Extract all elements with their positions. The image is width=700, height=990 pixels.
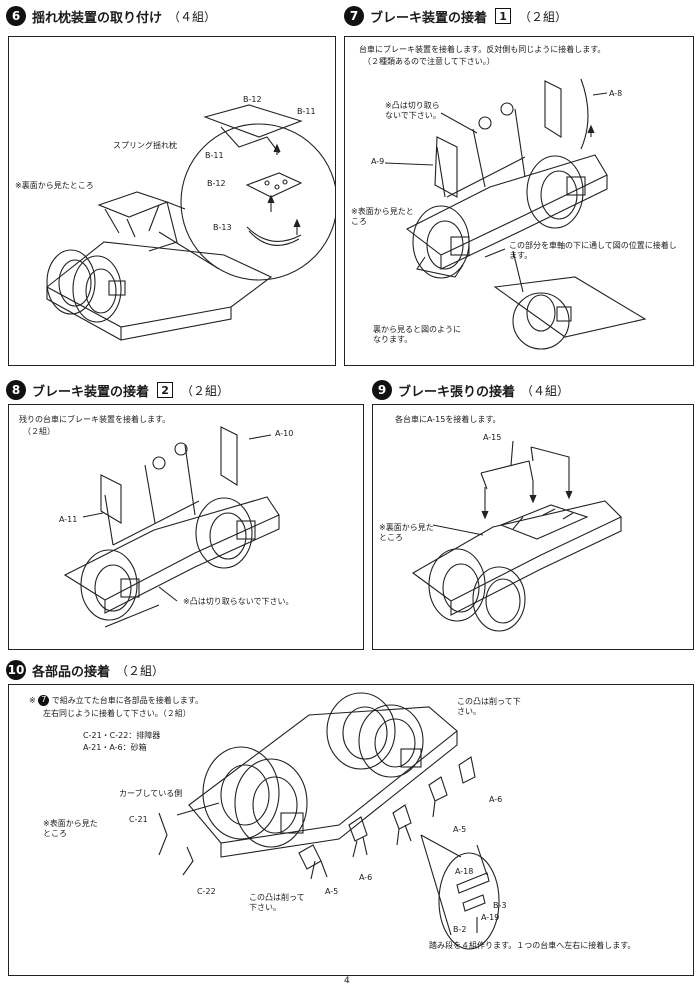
step-8-note-2: （２組） (23, 427, 55, 436)
step-10-parts-1: C-21・C-22：排障器 (83, 731, 161, 740)
step-10-parts-2: A-21・A-6：砂箱 (83, 743, 147, 752)
page-number: 4 (344, 976, 350, 986)
step-10-note-1: ※ 7 で組み立てた台車に各部品を接着します。 (29, 695, 203, 706)
label-b11-top: B-11 (297, 107, 316, 116)
label-a8: A-8 (609, 89, 623, 98)
label-cut-tab-bottom: この凸は削って下さい。 (249, 893, 305, 912)
label-b2: B-2 (453, 925, 467, 934)
label-pass-under-axle: この部分を車軸の下に通して図の位置に接着します。 (509, 241, 677, 260)
step-10-note-2: 左右同じように接着して下さい。（２組） (43, 709, 191, 718)
label-b12-side: B-12 (207, 179, 226, 188)
step-title-text: ブレーキ装置の接着 (32, 384, 150, 400)
label-a6-right: A-6 (489, 795, 503, 804)
label-a5-right: A-5 (453, 825, 467, 834)
step-number-badge: 10 (6, 660, 26, 680)
step-10-title: 10 各部品の接着 （２組） (6, 660, 164, 680)
step-count: （４組） (521, 383, 570, 398)
step-8-note-1: 残りの台車にブレーキ装置を接着します。 (19, 415, 171, 424)
label-c22: C-22 (197, 887, 216, 896)
step-8-illustration (63, 426, 280, 628)
step-7-note-1: 台車にブレーキ装置を接着します。反対側も同じように接着します。 (359, 45, 606, 54)
step-count: （２組） (519, 9, 568, 24)
step-6-panel: B-12 B-11 スプリング揺れ枕 B-11 B-12 B-13 ※裏面から見… (8, 36, 336, 366)
step-number-badge: 9 (372, 380, 392, 400)
step-7-title: 7 ブレーキ装置の接着 1 （２組） (344, 6, 567, 26)
label-c21: C-21 (129, 815, 148, 824)
step-title-text: ブレーキ張りの接着 (398, 384, 516, 400)
step-title-text: 揺れ枕装置の取り付け (32, 10, 163, 26)
step-10-panel: ※ 7 で組み立てた台車に各部品を接着します。 左右同じように接着して下さい。（… (8, 684, 694, 976)
label-back-view: 裏から見ると図のようになります。 (373, 325, 461, 344)
step-7-panel: 台車にブレーキ装置を接着します。反対側も同じように接着します。 （２種類あるので… (344, 36, 694, 366)
step-9-title: 9 ブレーキ張りの接着 （４組） (372, 380, 569, 400)
label-b13: B-13 (213, 223, 232, 232)
step-9-illustration (411, 440, 622, 632)
label-front-view: ※表面から見たところ (351, 207, 414, 226)
step-9-panel: 各台車にA-15を接着します。 A-15 ※裏面から見たところ (372, 404, 694, 650)
step-title-text: ブレーキ装置の接着 (370, 10, 488, 26)
label-b12-top: B-12 (243, 95, 262, 104)
step-10-illustration (158, 692, 500, 950)
label-front-view: ※表面から見たところ (43, 819, 98, 838)
step-7-note-2: （２種類あるので注意して下さい。） (363, 57, 495, 66)
step-8-panel: 残りの台車にブレーキ装置を接着します。 （２組） A-10 A-11 ※凸は切り… (8, 404, 364, 650)
label-rear-view: ※裏面から見たところ (379, 523, 434, 542)
step-count: （２組） (181, 383, 230, 398)
step-6-title: 6 揺れ枕装置の取り付け （４組） (6, 6, 216, 26)
step-10-note-1-text: で組み立てた台車に各部品を接着します。 (51, 696, 203, 705)
step-count: （４組） (168, 9, 217, 24)
step-title-text: 各部品の接着 (32, 664, 111, 680)
step-number-badge: 8 (6, 380, 26, 400)
step-number-badge: 6 (6, 6, 26, 26)
label-rear-view: ※裏面から見たところ (15, 181, 94, 190)
label-tab-warning: ※凸は切り取らないで下さい。 (183, 597, 294, 606)
label-b3: B-3 (493, 901, 507, 910)
label-a19: A-19 (481, 913, 500, 922)
ref-step-badge: 7 (38, 695, 50, 706)
step-9-note-1: 各台車にA-15を接着します。 (395, 415, 501, 424)
label-a5-mid: A-5 (325, 887, 339, 896)
step-6-illustration (46, 104, 335, 341)
label-a10: A-10 (275, 429, 294, 438)
label-curve-side: カーブしている側 (119, 789, 183, 798)
step-7-illustration (384, 78, 647, 350)
label-a11: A-11 (59, 515, 78, 524)
step-10-steps-note: 踏み段を４組作ります。１つの台車へ左右に接着します。 (429, 941, 636, 950)
step-box-number: 1 (495, 8, 512, 24)
label-a15: A-15 (483, 433, 502, 442)
label-a18: A-18 (455, 867, 474, 876)
label-tab-warning: ※凸は切り取らないで下さい。 (385, 101, 441, 120)
label-cut-tab-top: この凸は削って下さい。 (457, 697, 521, 716)
step-number-badge: 7 (344, 6, 364, 26)
step-8-title: 8 ブレーキ装置の接着 2 （２組） (6, 380, 229, 400)
step-count: （２組） (116, 663, 165, 678)
label-b11-side: B-11 (205, 151, 224, 160)
label-a9: A-9 (371, 157, 385, 166)
step-box-number: 2 (157, 382, 174, 398)
label-a6-mid: A-6 (359, 873, 373, 882)
label-spring-bolster: スプリング揺れ枕 (113, 141, 177, 150)
